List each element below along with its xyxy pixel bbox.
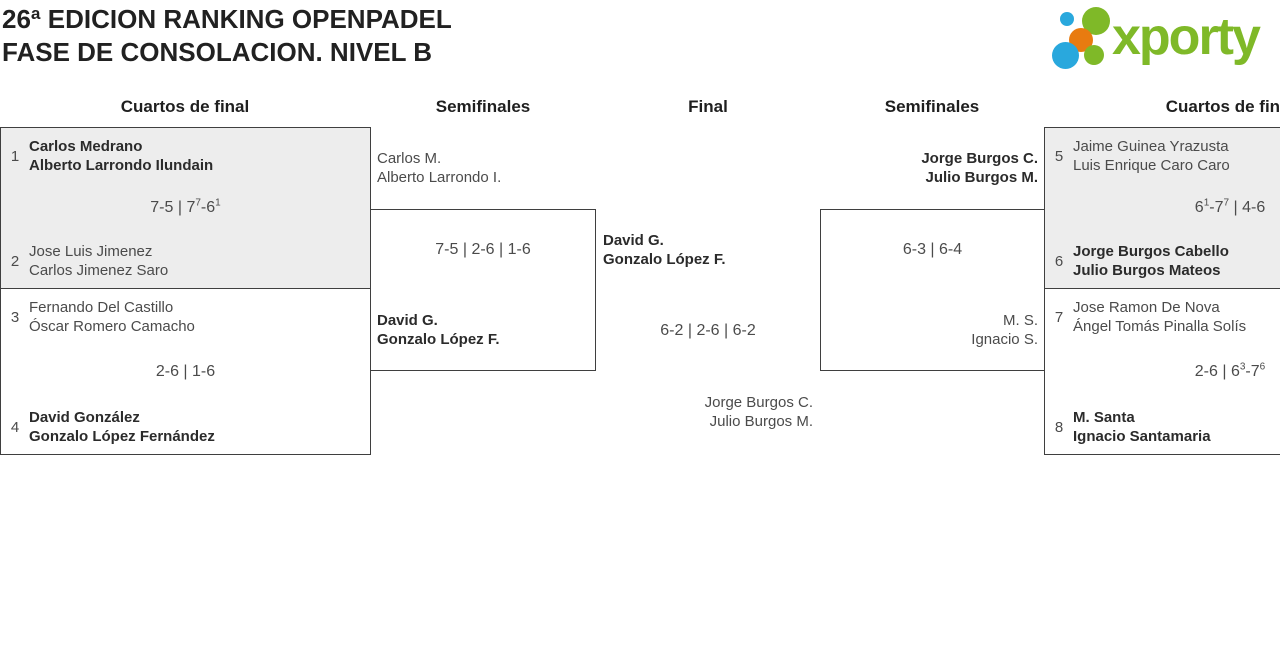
team-names: Jaime Guinea Yrazusta Luis Enrique Caro … [1073, 138, 1230, 174]
team-row: 7 Jose Ramon De Nova Ángel Tomás Pinalla… [1053, 298, 1280, 336]
match-box-qf1: 1 Carlos Medrano Alberto Larrondo Ilunda… [0, 127, 371, 289]
team-names: Jorge Burgos C. Julio Burgos M. [704, 394, 813, 430]
team-names: Jorge Burgos C. Julio Burgos M. [921, 150, 1038, 186]
seed-number: 2 [10, 252, 20, 270]
team-row: 2 Jose Luis Jimenez Carlos Jimenez Saro [9, 242, 362, 280]
team-names: M. Santa Ignacio Santamaria [1073, 409, 1211, 445]
team-names: Fernando Del Castillo Óscar Romero Camac… [29, 299, 195, 335]
round-header-qf-right: Cuartos de final [1165, 97, 1280, 116]
match-box-sf-left [370, 209, 596, 371]
round-header-final: Final [688, 97, 728, 116]
team-row: 8 M. Santa Ignacio Santamaria [1053, 408, 1280, 446]
team-names: M. S. Ignacio S. [971, 312, 1038, 348]
match-score: 61-77 | 4-6 [1194, 197, 1266, 216]
logo-dot-icon [1052, 42, 1079, 69]
match-box-qf3: 5 Jaime Guinea Yrazusta Luis Enrique Car… [1044, 127, 1280, 289]
round-header-sf-left: Semifinales [435, 97, 531, 116]
team-row: 4 David González Gonzalo López Fernández [9, 408, 362, 446]
seed-number: 1 [10, 147, 20, 165]
page-title: 26ª EDICION RANKING OPENPADEL FASE DE CO… [2, 3, 452, 69]
team-names: Carlos M. Alberto Larrondo I. [377, 150, 502, 186]
round-header-qf-left: Cuartos de final [120, 97, 250, 116]
team-names: Jose Ramon De Nova Ángel Tomás Pinalla S… [1073, 299, 1247, 335]
team-names: Carlos Medrano Alberto Larrondo Ilundain [29, 138, 214, 174]
logo-dot-icon [1084, 45, 1104, 65]
match-score: 7-5 | 2-6 | 1-6 [435, 241, 531, 258]
match-score: 6-2 | 2-6 | 6-2 [660, 322, 756, 339]
title-line-1: 26ª EDICION RANKING OPENPADEL [2, 4, 452, 34]
team-names: Jorge Burgos Cabello Julio Burgos Mateos [1073, 243, 1229, 279]
team-names: David G. Gonzalo López F. [377, 312, 500, 348]
xporty-logo: xporty [1048, 4, 1280, 74]
seed-number: 8 [1054, 418, 1064, 436]
seed-number: 3 [10, 308, 20, 326]
match-box-qf2: 3 Fernando Del Castillo Óscar Romero Cam… [0, 288, 371, 455]
seed-number: 7 [1054, 308, 1064, 326]
match-box-qf4: 7 Jose Ramon De Nova Ángel Tomás Pinalla… [1044, 288, 1280, 455]
match-score: 2-6 | 63-76 [1194, 361, 1266, 380]
team-row: 1 Carlos Medrano Alberto Larrondo Ilunda… [9, 137, 362, 175]
team-names: David G. Gonzalo López F. [603, 232, 726, 268]
seed-number: 4 [10, 418, 20, 436]
team-names: Jose Luis Jimenez Carlos Jimenez Saro [29, 243, 169, 279]
logo-dot-icon [1060, 12, 1074, 26]
match-score: 6-3 | 6-4 [902, 241, 963, 258]
round-header-sf-right: Semifinales [884, 97, 980, 116]
team-row: 3 Fernando Del Castillo Óscar Romero Cam… [9, 298, 362, 336]
title-line-2: FASE DE CONSOLACION. NIVEL B [2, 37, 433, 67]
team-row: 5 Jaime Guinea Yrazusta Luis Enrique Car… [1053, 137, 1280, 175]
match-score: 7-5 | 77-61 [150, 197, 221, 216]
team-row: 6 Jorge Burgos Cabello Julio Burgos Mate… [1053, 242, 1280, 280]
seed-number: 5 [1054, 147, 1064, 165]
match-score: 2-6 | 1-6 [155, 362, 216, 380]
team-names: David González Gonzalo López Fernández [29, 409, 215, 445]
logo-wordmark: xporty [1112, 8, 1261, 66]
seed-number: 6 [1054, 252, 1064, 270]
